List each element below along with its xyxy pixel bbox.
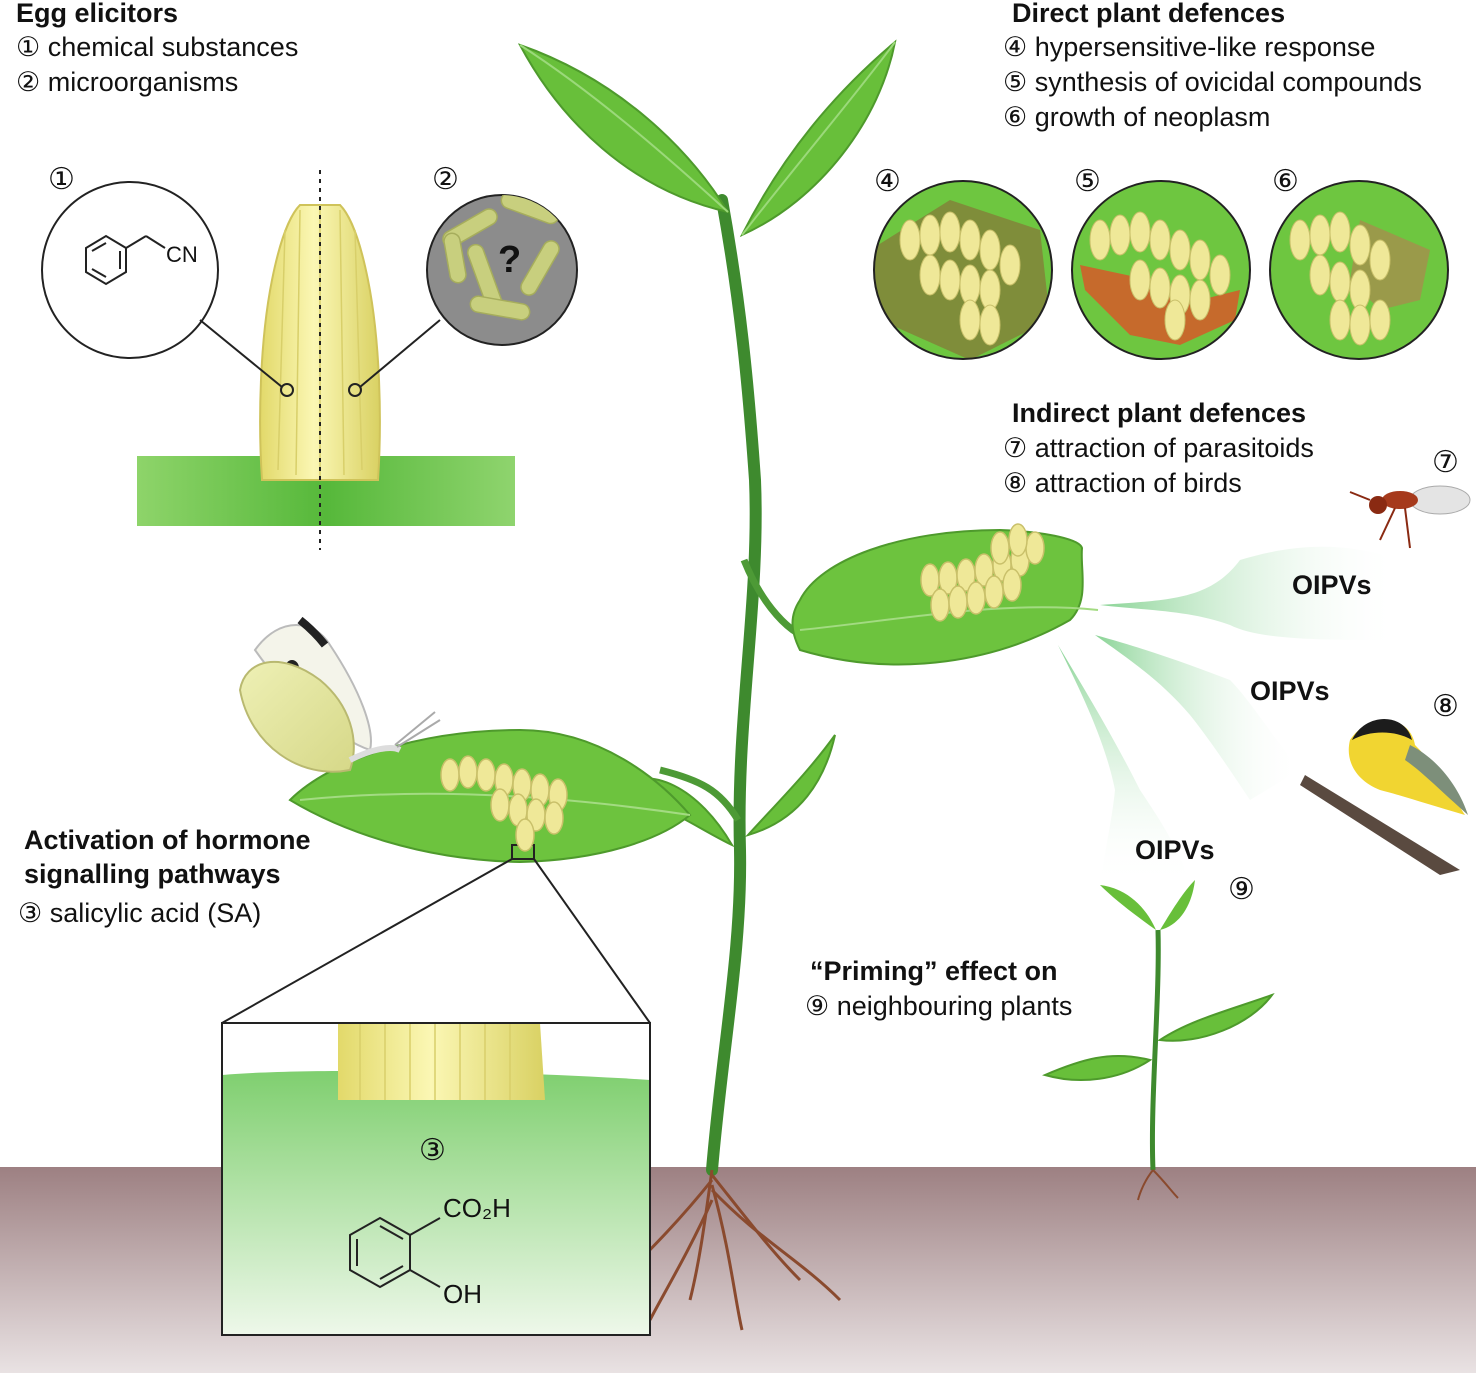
volatile-plume-birds: [1095, 635, 1300, 800]
salicylic-acid-structure: [349, 1216, 441, 1289]
indirect-defence-item: ⑧ attraction of birds: [1003, 468, 1242, 498]
volatile-plume-parasitoids: [1100, 546, 1400, 640]
direct-defences-title: Direct plant defences: [1012, 0, 1286, 28]
egg-cluster-left: [440, 755, 568, 852]
marker-7: ⑦: [1432, 446, 1459, 479]
benzyl-cyanide-structure: [85, 234, 166, 286]
neighbour-plant-stem: [1149, 929, 1161, 1171]
marker-2: ②: [432, 163, 459, 196]
volatile-label: OIPVs: [1292, 570, 1372, 600]
inset-zoom-box: [221, 1022, 651, 1336]
marker-3: ③: [419, 1134, 446, 1167]
volatile-plume-neighbour: [1058, 645, 1190, 885]
roots-main: [628, 1169, 842, 1331]
great-tit-bird: [1300, 719, 1468, 875]
parasitoid-wasp: [1349, 485, 1471, 549]
priming-item: ⑨ neighbouring plants: [805, 991, 1073, 1021]
leaf-mid-right: [744, 734, 836, 837]
carboxyl-label: CO₂H: [443, 1193, 511, 1223]
marker-8: ⑧: [1432, 690, 1459, 723]
marker-6: ⑥: [1272, 165, 1299, 198]
indirect-defence-item: ⑦ attraction of parasitoids: [1003, 433, 1314, 463]
egg-elicitor-item: ① chemical substances: [16, 32, 299, 62]
priming-title: “Priming” effect on: [810, 956, 1058, 986]
indirect-defences-title: Indirect plant defences: [1012, 398, 1307, 428]
volatile-label: OIPVs: [1135, 835, 1215, 865]
hydroxyl-label: OH: [443, 1279, 482, 1309]
unknown-microbe-mark: ?: [498, 239, 522, 281]
defence-circle-6: [1269, 180, 1449, 360]
neighbour-leaf-right: [1157, 992, 1275, 1042]
egg-cluster-right: [920, 523, 1045, 622]
marker-4: ④: [874, 165, 901, 198]
chemical-circle: [41, 181, 219, 359]
leaf-top-left: [517, 43, 731, 214]
direct-defence-item: ④ hypersensitive-like response: [1003, 32, 1376, 62]
butterfly: [238, 616, 441, 773]
hormone-title-line2: signalling pathways: [24, 859, 281, 889]
neighbour-leaf-top-right: [1160, 880, 1195, 930]
hormone-title-line1: Activation of hormone: [24, 825, 311, 855]
egg-elicitor-item: ② microorganisms: [16, 67, 239, 97]
direct-defence-item: ⑥ growth of neoplasm: [1003, 102, 1271, 132]
marker-1: ①: [48, 163, 75, 196]
roots-neighbour: [1137, 1169, 1179, 1201]
cyano-label: CN: [166, 242, 198, 267]
direct-defence-item: ⑤ synthesis of ovicidal compounds: [1003, 67, 1422, 97]
marker-9: ⑨: [1228, 873, 1255, 906]
neighbour-leaf-left: [1042, 1054, 1153, 1081]
hormone-item: ③ salicylic acid (SA): [18, 898, 262, 928]
plant-stem: [706, 194, 762, 1176]
marker-5: ⑤: [1074, 165, 1101, 198]
egg-elicitors-title: Egg elicitors: [16, 0, 179, 28]
neighbour-leaf-top-left: [1100, 885, 1156, 930]
defence-circle-4: [873, 180, 1053, 360]
volatile-label: OIPVs: [1250, 676, 1330, 706]
defence-circle-5: [1071, 180, 1251, 360]
